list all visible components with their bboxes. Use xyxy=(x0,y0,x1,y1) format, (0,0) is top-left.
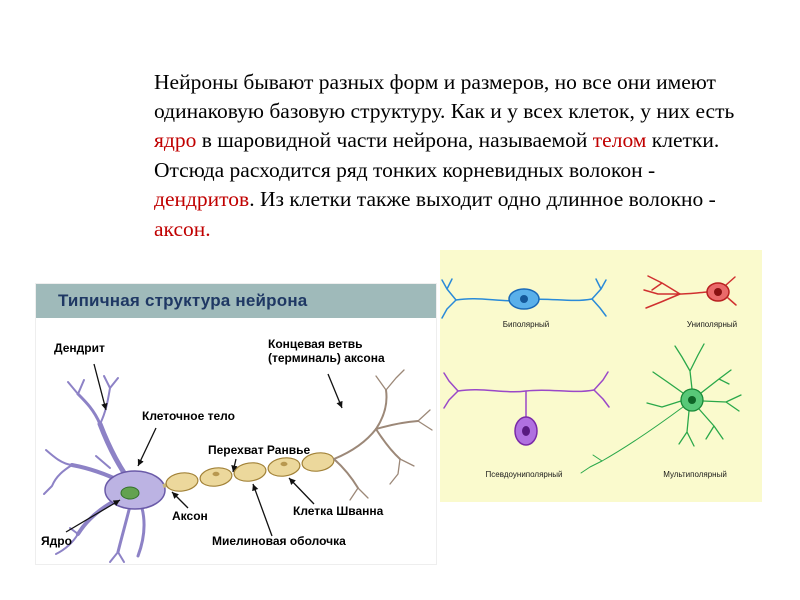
neuron-types-panel: Биполярный Униполярный Псевдоуниполярный… xyxy=(440,250,762,502)
myelin-segments xyxy=(165,452,335,492)
axon-terminal-label-line1: Концевая ветвь xyxy=(268,337,363,351)
pseudounipolar-neuron-icon xyxy=(443,371,610,446)
schwann-cell-label: Клетка Шванна xyxy=(293,504,384,518)
intro-highlight-cell-body: телом xyxy=(592,128,647,153)
neuron-structure-drawing xyxy=(43,363,433,563)
myelin-sheath-label: Миелиновая оболочка xyxy=(212,534,346,548)
schwann-cell-nuclei xyxy=(212,461,288,477)
axon-terminal-label: Концевая ветвь (терминаль) аксона xyxy=(268,337,385,366)
bipolar-neuron-icon xyxy=(441,278,607,319)
intro-text-segment: в шаровидной части нейрона, называемой xyxy=(196,128,593,153)
intro-highlight-axon: аксон. xyxy=(154,216,211,241)
multipolar-label: Мультиполярный xyxy=(663,470,727,479)
nucleus-label: Ядро xyxy=(41,534,72,548)
intro-text-segment: клетки. Отсюда расходится ряд тонких кор… xyxy=(154,128,720,182)
unipolar-neuron-icon xyxy=(643,275,737,309)
dendrite-label: Дендрит xyxy=(54,341,105,355)
nucleus-shape xyxy=(120,486,140,500)
unipolar-label: Униполярный xyxy=(686,320,738,329)
multipolar-neuron-icon xyxy=(580,343,742,474)
bipolar-label: Биполярный xyxy=(502,320,550,329)
diagram-title: Типичная структура нейрона xyxy=(36,284,436,318)
intro-paragraph: Нейроны бывают разных форм и размеров, н… xyxy=(154,68,750,245)
neuron-structure-diagram: Типичная структура нейрона xyxy=(35,283,437,565)
intro-text-segment: Нейроны бывают разных форм и размеров, н… xyxy=(154,69,735,123)
node-of-ranvier-label: Перехват Ранвье xyxy=(208,443,311,457)
intro-highlight-dendrites: дендритов xyxy=(154,187,250,212)
cell-body-label: Клеточное тело xyxy=(142,409,235,423)
axon-terminal-branches-icon xyxy=(333,369,433,501)
pseudounipolar-label: Псевдоуниполярный xyxy=(485,470,563,479)
intro-text-segment: . Из клетки также выходит одно длинное в… xyxy=(249,187,716,212)
axon-terminal-label-line2: (терминаль) аксона xyxy=(268,350,385,365)
intro-highlight-nucleus: ядро xyxy=(154,128,197,153)
label-pointer-arrows xyxy=(65,363,343,537)
axon-label: Аксон xyxy=(172,509,208,523)
neuron-types-drawing xyxy=(441,275,742,474)
